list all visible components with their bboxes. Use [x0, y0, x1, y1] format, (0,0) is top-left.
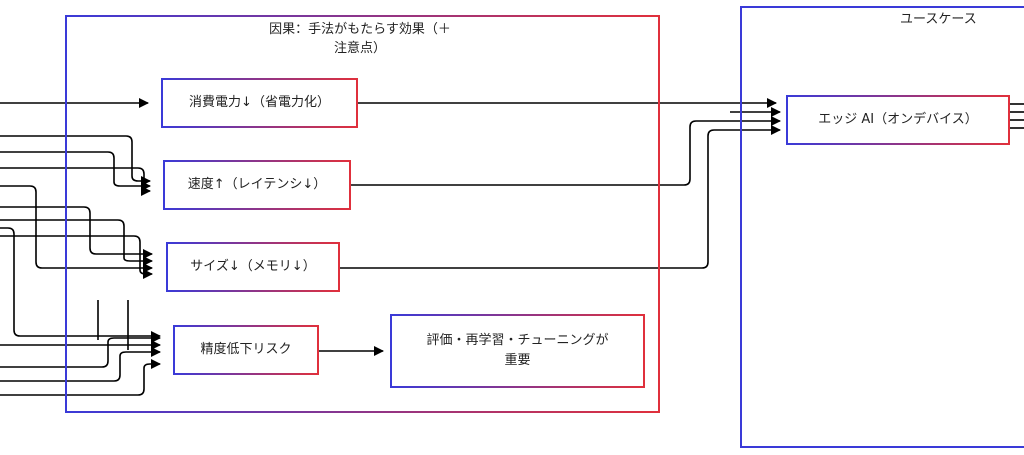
node-retrain[interactable]: 評価・再学習・チューニングが 重要	[390, 314, 645, 388]
effects-group-title: 因果：手法がもたらす効果（＋ 注意点）	[230, 20, 490, 58]
node-size-label: サイズ↓（メモリ↓）	[190, 259, 316, 274]
node-power[interactable]: 消費電力↓（省電力化）	[161, 78, 358, 128]
node-retrain-line1: 評価・再学習・チューニングが	[426, 333, 609, 348]
node-edge-ai[interactable]: エッジ AI（オンデバイス）	[786, 95, 1010, 145]
effects-title-line1: 因果：手法がもたらす効果（＋	[269, 22, 451, 37]
effects-title-line2: 注意点）	[333, 41, 386, 56]
node-power-label: 消費電力↓（省電力化）	[189, 95, 330, 110]
node-risk-label: 精度低下リスク	[200, 342, 292, 357]
usecase-group	[740, 6, 1024, 448]
arrow-speed-to-edge	[350, 116, 781, 186]
node-size[interactable]: サイズ↓（メモリ↓）	[166, 242, 340, 292]
arrow-to-risk-1	[0, 227, 161, 341]
node-speed[interactable]: 速度↑（レイテンシ↓）	[163, 160, 351, 210]
node-retrain-line2: 重要	[504, 353, 531, 368]
node-speed-label: 速度↑（レイテンシ↓）	[187, 177, 327, 192]
node-risk[interactable]: 精度低下リスク	[173, 325, 319, 375]
usecase-group-title: ユースケース	[900, 12, 977, 27]
arrow-size-to-edge	[340, 125, 781, 269]
arrow-to-size-1	[0, 185, 153, 273]
node-edge-ai-label: エッジ AI（オンデバイス）	[818, 112, 978, 127]
